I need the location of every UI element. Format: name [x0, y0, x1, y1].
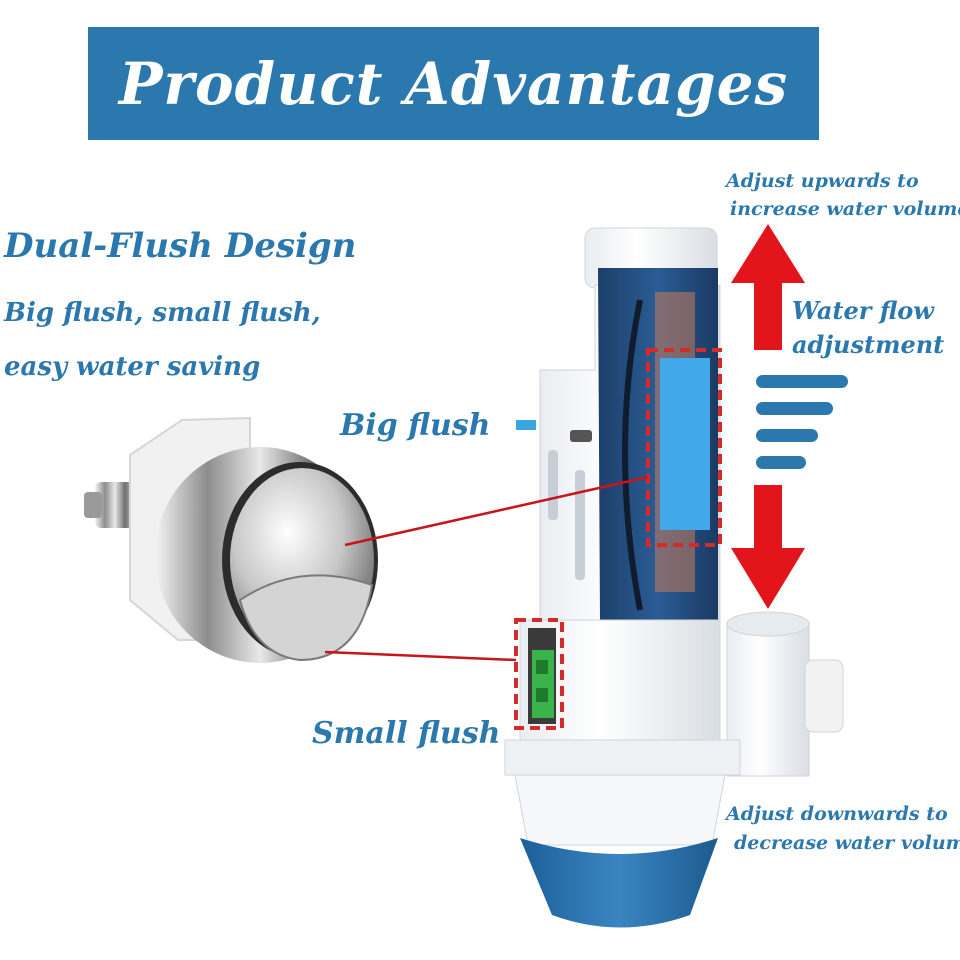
arrow-down-icon: [731, 485, 805, 609]
adjust-down-caption-line1: Adjust downwards to: [726, 803, 948, 825]
small-flush-label: Small flush: [312, 716, 501, 751]
adjust-up-caption-line1: Adjust upwards to: [726, 170, 919, 192]
feature-description-line2: easy water saving: [4, 352, 261, 382]
water-flow-bars-icon: [756, 375, 848, 469]
water-flow-caption-line1: Water flow: [792, 296, 934, 325]
feature-description-line1: Big flush, small flush,: [4, 298, 321, 328]
feature-heading: Dual-Flush Design: [4, 226, 357, 266]
adjust-down-caption-line2: decrease water volume: [734, 832, 960, 854]
small-flush-leader-line: [324, 650, 517, 662]
big-flush-label: Big flush: [340, 408, 491, 443]
flush-button-image: [84, 416, 378, 663]
flush-valve-image: [504, 227, 844, 928]
small-flush-highlight: [514, 618, 564, 730]
water-flow-caption-line2: adjustment: [792, 330, 945, 359]
big-flush-highlight: [646, 348, 722, 547]
page-title: Product Advantages: [118, 49, 789, 118]
arrow-up-icon: [731, 224, 805, 350]
title-banner: Product Advantages: [88, 27, 819, 140]
big-flush-leader-line: [344, 475, 649, 547]
adjust-up-caption-line2: increase water volume: [730, 198, 960, 220]
